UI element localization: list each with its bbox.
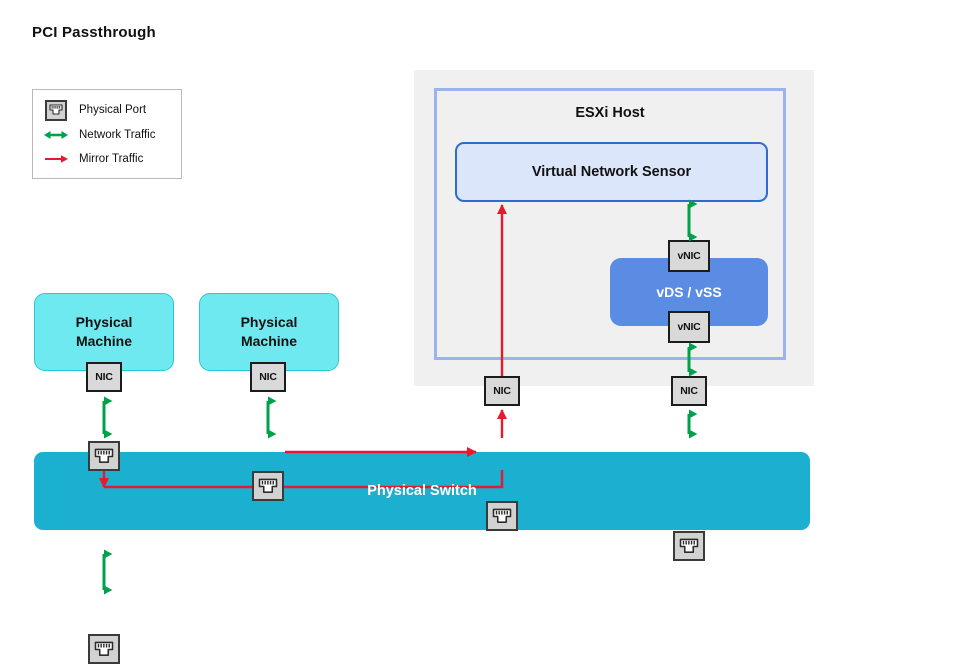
legend-label-network-traffic: Network Traffic bbox=[79, 129, 156, 141]
virtual-network-sensor-box[interactable]: Virtual Network Sensor bbox=[455, 142, 768, 202]
physical-port-2[interactable] bbox=[252, 471, 284, 501]
single-arrow-icon bbox=[43, 148, 69, 170]
nic-uplink-chip[interactable]: NIC bbox=[671, 376, 707, 406]
nic-chip-machine-1[interactable]: NIC bbox=[86, 362, 122, 392]
legend-label-mirror-traffic: Mirror Traffic bbox=[79, 153, 144, 165]
double-arrow-icon bbox=[43, 124, 69, 146]
nic-mirror-chip[interactable]: NIC bbox=[484, 376, 520, 406]
physical-port-4[interactable] bbox=[673, 531, 705, 561]
physical-port-5[interactable] bbox=[88, 634, 120, 664]
physical-port-1[interactable] bbox=[88, 441, 120, 471]
physical-port-3[interactable] bbox=[486, 501, 518, 531]
physical-machine-2-line1: Physical bbox=[240, 314, 298, 331]
vnic-bottom-chip[interactable]: vNIC bbox=[668, 311, 710, 343]
legend-item-physical-port: Physical Port bbox=[43, 99, 146, 121]
legend-item-network-traffic: Network Traffic bbox=[43, 124, 155, 146]
physical-switch-bar[interactable] bbox=[34, 452, 810, 530]
physical-machine-1[interactable]: Physical Machine bbox=[34, 293, 174, 371]
physical-switch-label: Physical Switch bbox=[367, 483, 477, 499]
physical-port-icon bbox=[43, 99, 69, 121]
legend-item-mirror-traffic: Mirror Traffic bbox=[43, 148, 143, 170]
vnic-top-chip[interactable]: vNIC bbox=[668, 240, 710, 272]
physical-machine-1-line2: Machine bbox=[75, 333, 132, 349]
nic-chip-machine-2[interactable]: NIC bbox=[250, 362, 286, 392]
physical-machine-1-line1: Physical bbox=[75, 314, 133, 331]
physical-machine-2[interactable]: Physical Machine bbox=[199, 293, 339, 371]
legend-label-physical-port: Physical Port bbox=[79, 104, 147, 116]
physical-machine-2-line2: Machine bbox=[240, 333, 297, 349]
page-title: PCI Passthrough bbox=[32, 24, 156, 41]
esxi-host-title: ESXi Host bbox=[575, 105, 645, 121]
legend-box: Physical Port Network Traffic Mirror Tra… bbox=[32, 89, 182, 179]
